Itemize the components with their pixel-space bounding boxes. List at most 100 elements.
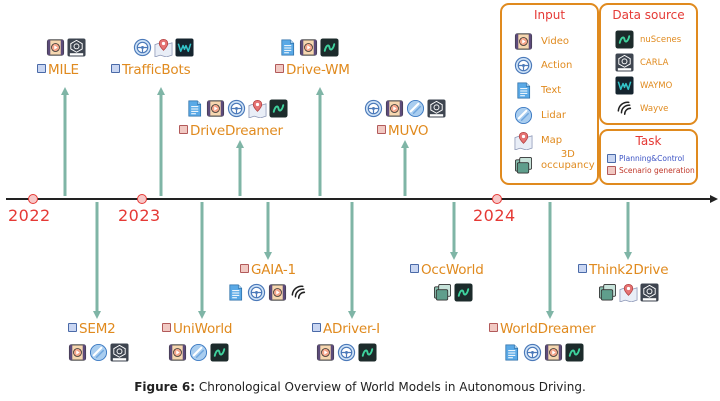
- model-label-uniworld: UniWorld: [162, 321, 232, 337]
- model-icons-gaia1: [226, 283, 308, 302]
- figure-caption: Figure 6: Chronological Overview of Worl…: [134, 380, 586, 394]
- planning-control-icon: [68, 323, 77, 332]
- text-icon: [185, 99, 204, 118]
- scenario-generation-icon: [489, 323, 498, 332]
- model-label-muvo: MUVO: [377, 123, 429, 139]
- wayve-icon: [289, 283, 308, 302]
- year-dot-2023: [137, 194, 147, 204]
- nuscenes-icon: [565, 343, 584, 362]
- model-label-gaia1: GAIA-1: [240, 262, 296, 278]
- legend-row-video: Video: [514, 32, 569, 51]
- model-label-drivedreamer: DriveDreamer: [179, 123, 283, 139]
- scenario-generation-icon: [240, 264, 249, 273]
- planning-control-icon: [37, 64, 46, 73]
- year-dot-2024: [492, 194, 502, 204]
- map-icon: [248, 99, 267, 119]
- year-label-2023: 2023: [118, 206, 161, 225]
- legend-row-action: Action: [514, 56, 572, 75]
- video-icon: [544, 343, 563, 362]
- scenario-generation-icon: [607, 166, 616, 175]
- lidar-icon: [189, 343, 208, 362]
- nuscenes-icon: [358, 343, 377, 362]
- legend-row-nuscenes: nuScenes: [615, 30, 681, 49]
- action-icon: [337, 343, 356, 362]
- nuscenes-icon: [269, 99, 288, 118]
- carla-icon: [615, 53, 634, 72]
- action-icon: [523, 343, 542, 362]
- waymo-icon: [175, 38, 194, 57]
- model-icons-drive-wm: [278, 38, 339, 57]
- model-label-drive-wm: Drive-WM: [275, 62, 350, 78]
- carla-icon: [67, 38, 86, 57]
- map-icon: [154, 38, 173, 58]
- map-icon: [619, 283, 638, 303]
- year-label-2024: 2024: [473, 206, 516, 225]
- text-icon: [502, 343, 521, 362]
- waymo-icon: [615, 76, 634, 95]
- datasource-legend-panel: Data source nuScenes CARLA WAYMO Wayve: [599, 3, 698, 125]
- scenario-generation-icon: [162, 323, 171, 332]
- model-label-occworld: OccWorld: [410, 262, 484, 278]
- model-icons-drivedreamer: [185, 99, 288, 119]
- action-icon: [514, 56, 533, 75]
- model-icons-adriver: [316, 343, 377, 362]
- action-icon: [364, 99, 383, 118]
- legend-row-scenario-generation: Scenario generation: [607, 166, 695, 175]
- video-icon: [268, 283, 287, 302]
- model-label-trafficbots: TrafficBots: [111, 62, 191, 78]
- occupancy-icon: [433, 283, 452, 302]
- action-icon: [227, 99, 246, 118]
- legend-row-carla: CARLA: [615, 53, 668, 72]
- occupancy-icon: [514, 156, 533, 175]
- lidar-icon: [514, 106, 533, 125]
- text-icon: [514, 81, 533, 100]
- lidar-icon: [406, 99, 425, 118]
- model-label-think2drive: Think2Drive: [578, 262, 669, 278]
- carla-icon: [110, 343, 129, 362]
- video-icon: [316, 343, 335, 362]
- legend-row-wayve: Wayve: [615, 99, 668, 118]
- nuscenes-icon: [454, 283, 473, 302]
- model-icons-mile: [46, 38, 86, 57]
- scenario-generation-icon: [377, 125, 386, 134]
- video-icon: [46, 38, 65, 57]
- legend-row-occupancy: 3D occupancy: [514, 149, 595, 175]
- legend-row-lidar: Lidar: [514, 106, 566, 125]
- video-icon: [299, 38, 318, 57]
- action-icon: [247, 283, 266, 302]
- lidar-icon: [89, 343, 108, 362]
- video-icon: [168, 343, 187, 362]
- carla-icon: [427, 99, 446, 118]
- model-icons-occworld: [433, 283, 473, 302]
- model-label-adriver: ADriver-I: [312, 321, 380, 337]
- model-label-worlddreamer: WorldDreamer: [489, 321, 596, 337]
- datasource-legend-title: Data source: [612, 8, 685, 22]
- model-icons-uniworld: [168, 343, 229, 362]
- nuscenes-icon: [210, 343, 229, 362]
- video-icon: [514, 32, 533, 51]
- planning-control-icon: [312, 323, 321, 332]
- legend-row-waymo: WAYMO: [615, 76, 672, 95]
- model-label-mile: MILE: [37, 62, 79, 78]
- model-icons-sem2: [68, 343, 129, 362]
- carla-icon: [640, 283, 659, 302]
- model-icons-trafficbots: [133, 38, 194, 58]
- text-icon: [278, 38, 297, 57]
- task-legend-title: Task: [635, 134, 662, 148]
- model-label-sem2: SEM2: [68, 321, 116, 337]
- scenario-generation-icon: [275, 64, 284, 73]
- legend-row-planning-control: Planning&Control: [607, 154, 684, 163]
- video-icon: [385, 99, 404, 118]
- legend-row-text: Text: [514, 81, 561, 100]
- year-label-2022: 2022: [8, 206, 51, 225]
- input-legend-panel: Input Video Action Text Lidar Map 3D occ…: [500, 3, 599, 185]
- nuscenes-icon: [320, 38, 339, 57]
- wayve-icon: [615, 99, 634, 118]
- planning-control-icon: [111, 64, 120, 73]
- model-icons-think2drive: [598, 283, 659, 303]
- nuscenes-icon: [615, 30, 634, 49]
- model-icons-worlddreamer: [502, 343, 584, 362]
- action-icon: [133, 38, 152, 57]
